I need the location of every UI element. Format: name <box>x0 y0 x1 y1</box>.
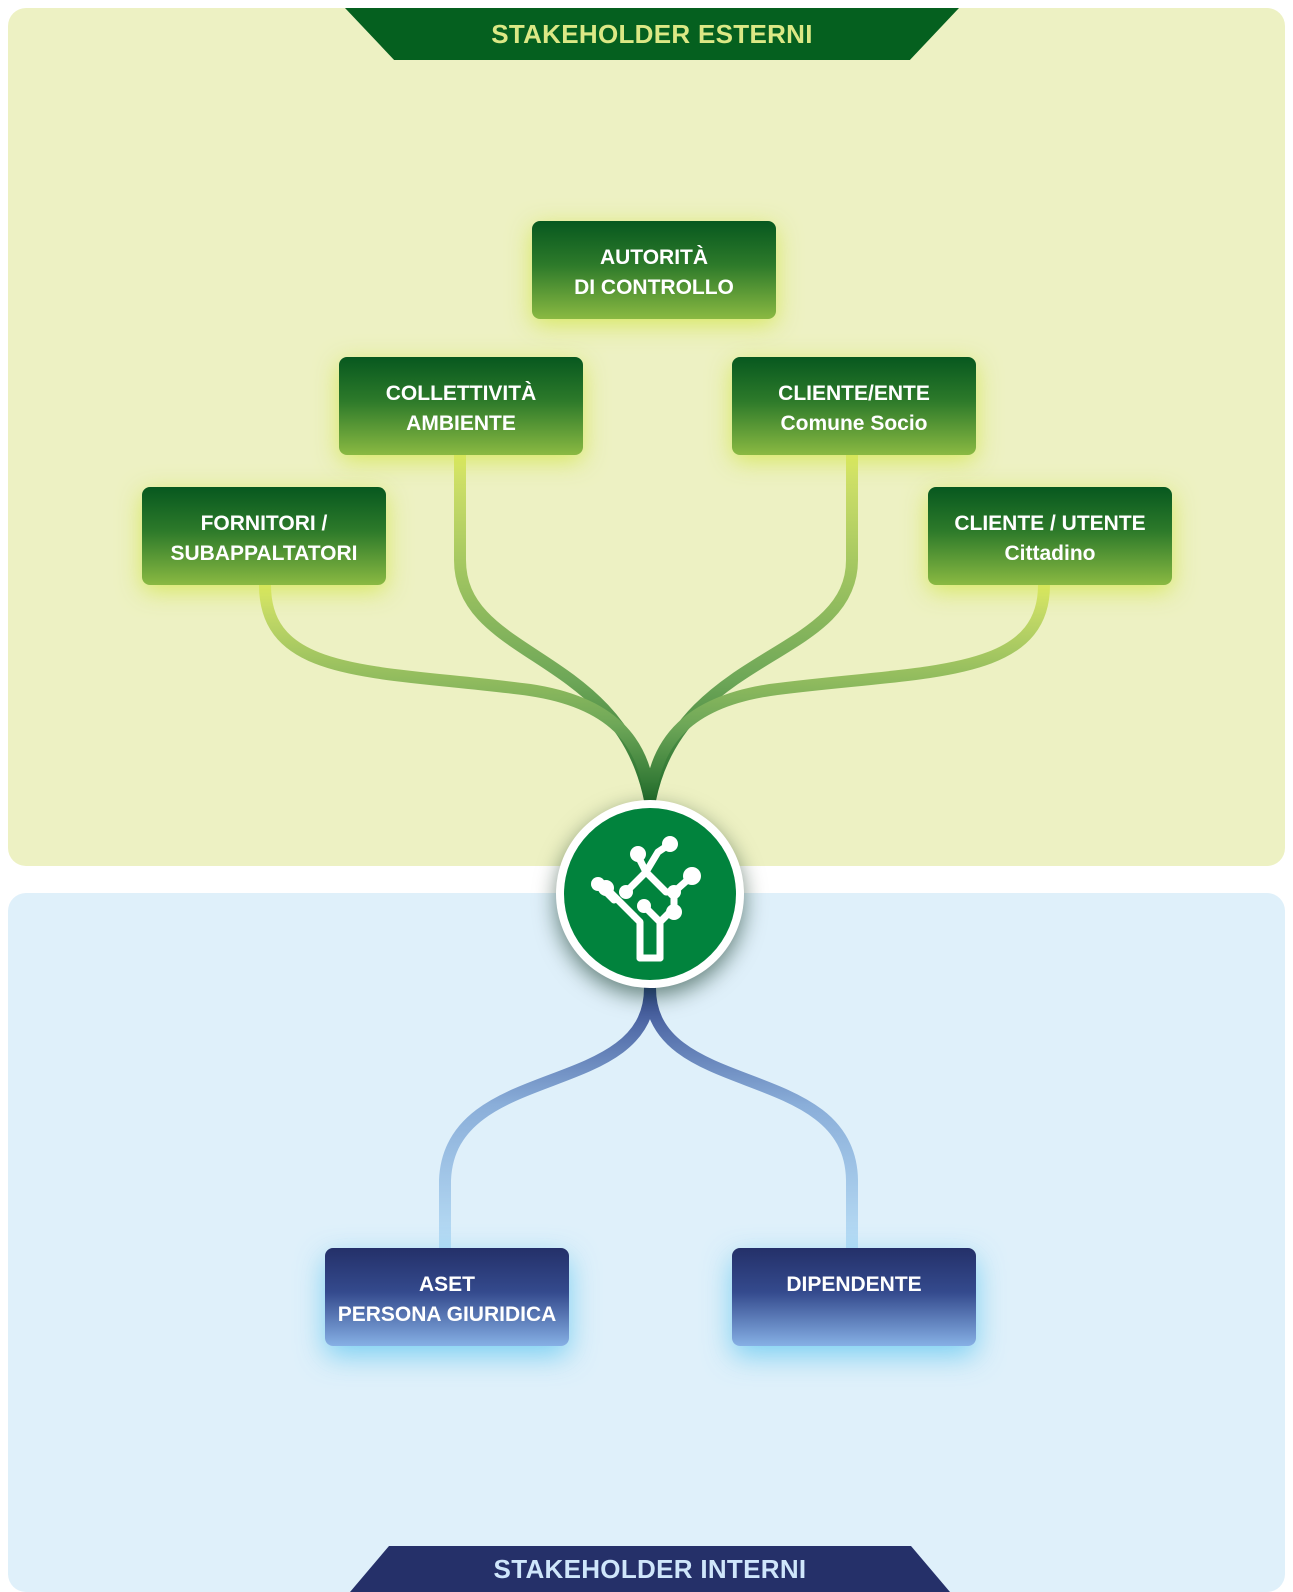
stakeholder-label-line1: COLLETTIVITÀ <box>385 382 537 405</box>
company-logo-hub <box>556 800 744 988</box>
tree-network-icon <box>564 808 736 980</box>
link-collettivita <box>454 449 656 806</box>
external-stakeholders-title: STAKEHOLDER ESTERNI <box>345 8 959 60</box>
link-aset <box>439 982 656 1254</box>
link-fornitori <box>259 579 656 806</box>
stakeholder-fornitori-subappaltatori: FORNITORI / SUBAPPALTATORI <box>142 487 386 585</box>
stakeholder-label-line2: DI CONTROLLO <box>574 276 734 299</box>
stakeholder-label-line1: ASET <box>418 1273 475 1296</box>
stakeholder-label-line2: PERSONA GIURIDICA <box>337 1303 557 1326</box>
stakeholder-label-line2: Comune Socio <box>780 412 928 435</box>
link-dipendente <box>644 982 858 1254</box>
stakeholder-dipendente: DIPENDENTE <box>732 1248 976 1346</box>
internal-stakeholders-title: STAKEHOLDER INTERNI <box>350 1546 950 1592</box>
stakeholder-label-line2: Cittadino <box>1004 542 1096 565</box>
stakeholder-cliente-utente: CLIENTE / UTENTE Cittadino <box>928 487 1172 585</box>
stakeholder-cliente-ente: CLIENTE/ENTE Comune Socio <box>732 357 976 455</box>
stakeholder-label-line1: CLIENTE / UTENTE <box>954 512 1146 535</box>
stakeholder-autorita-di-controllo: AUTORITÀ DI CONTROLLO <box>532 221 776 319</box>
stakeholder-aset-persona-giuridica: ASET PERSONA GIURIDICA <box>325 1248 569 1346</box>
stakeholder-label-line1: CLIENTE/ENTE <box>778 382 930 405</box>
link-cliente-utente <box>644 579 1050 806</box>
stakeholder-label-line2: SUBAPPALTATORI <box>170 542 358 565</box>
stakeholder-label-line2: AMBIENTE <box>406 412 516 435</box>
stakeholder-collettivita-ambiente: COLLETTIVITÀ AMBIENTE <box>339 357 583 455</box>
stakeholder-label-line1: AUTORITÀ <box>599 246 709 269</box>
stakeholder-label-line1: DIPENDENTE <box>786 1273 922 1296</box>
link-cliente-ente <box>644 449 858 806</box>
stakeholder-label-line1: FORNITORI / <box>200 512 328 535</box>
